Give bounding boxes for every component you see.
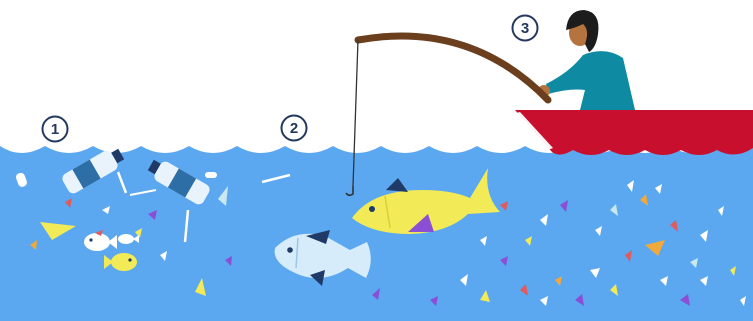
- step-3-label: 3: [521, 20, 529, 37]
- step-2-label: 2: [290, 120, 298, 137]
- step-1-label: 1: [51, 121, 59, 138]
- boat: [515, 110, 753, 155]
- step-1-marker: 1: [43, 117, 68, 142]
- yellow-fish-eye: [369, 206, 375, 212]
- blue-fish-eye: [287, 247, 293, 253]
- step-3-marker: 3: [513, 16, 538, 41]
- step-2-marker: 2: [282, 116, 307, 141]
